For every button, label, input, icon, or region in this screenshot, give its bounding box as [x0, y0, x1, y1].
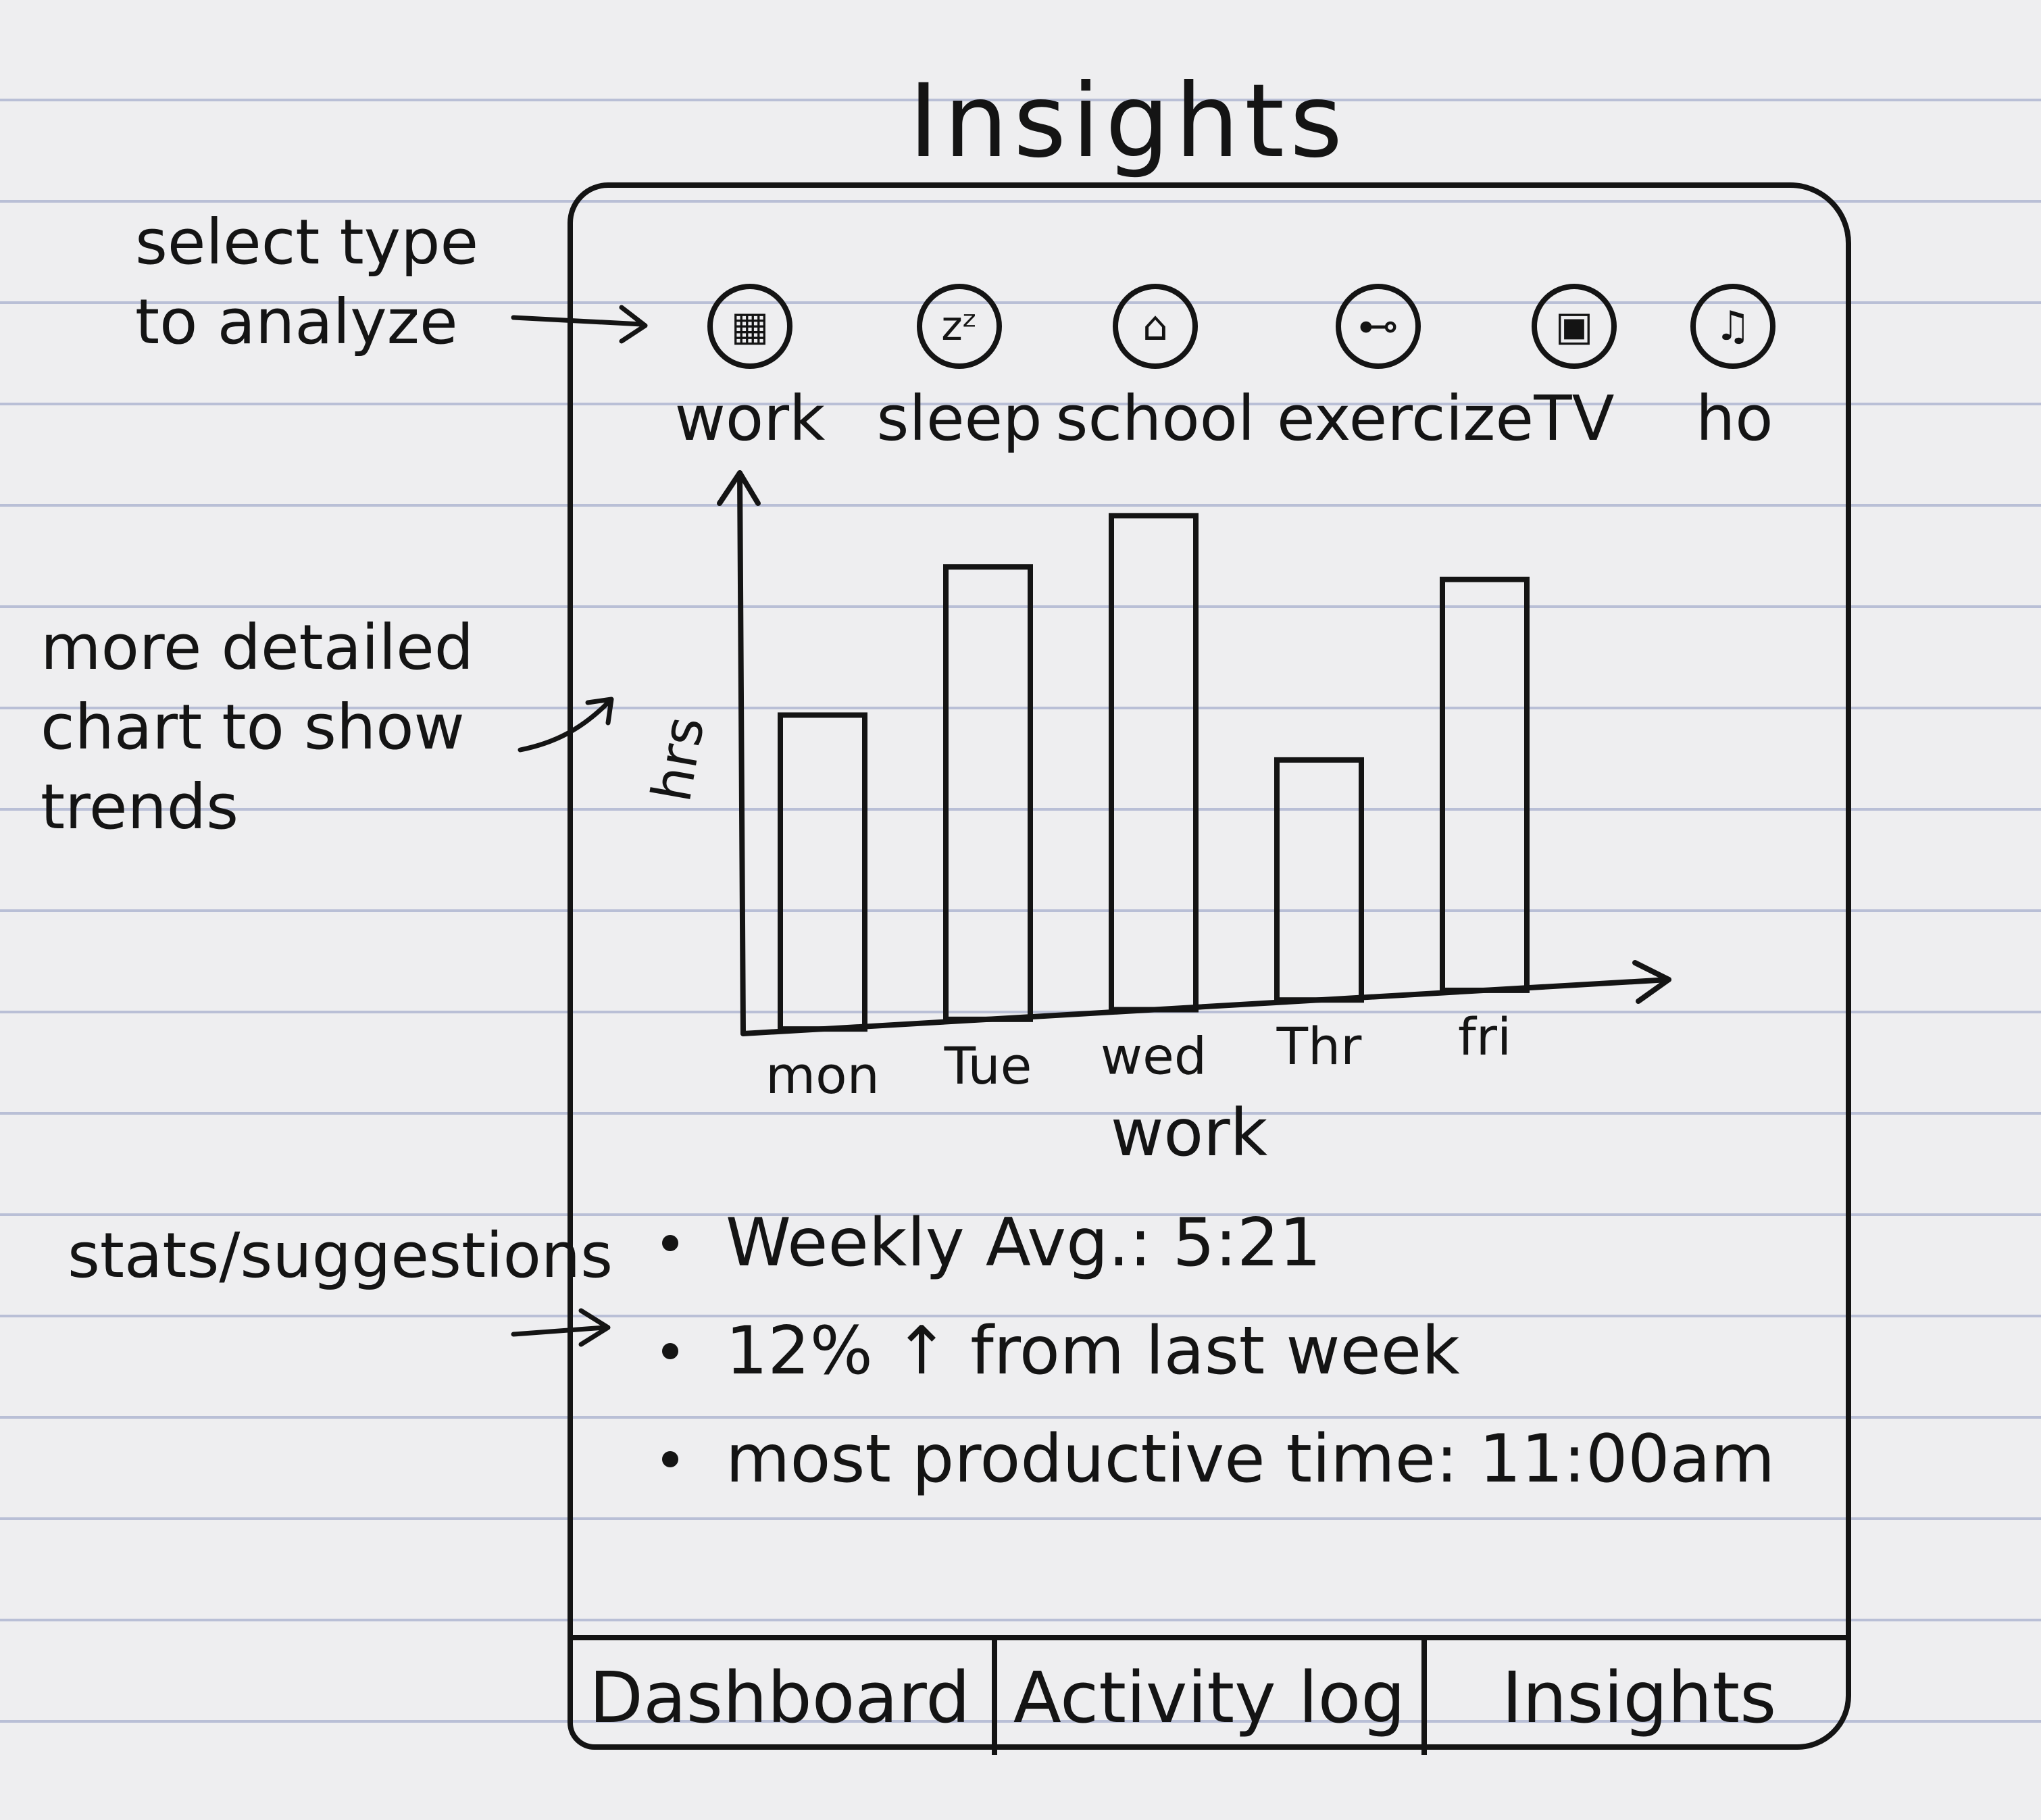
work-bar-chart: mon Tue wed Thr fri hrs work — [608, 439, 1757, 1209]
stat-text: Weekly Avg.: 5:21 — [726, 1205, 1321, 1282]
type-work[interactable]: ▦ work — [649, 270, 851, 473]
phone-frame — [568, 182, 1851, 1750]
tab-activity-log[interactable]: Activity log — [992, 1640, 1421, 1755]
type-label: TV — [1534, 382, 1615, 455]
bullet — [662, 1343, 678, 1359]
x-tick-label: wed — [1101, 1026, 1207, 1086]
annotation-line: to analyze — [135, 286, 458, 358]
school-icon: ⌂ — [1113, 284, 1198, 369]
chart-svg: mon Tue wed Thr fri hrs work — [640, 470, 1671, 1171]
dumbbell-icon: ⊷ — [1336, 284, 1421, 369]
type-hobby[interactable]: ♫ ho — [1682, 270, 1784, 473]
bar-thr — [1274, 757, 1364, 1003]
x-tick-label: Tue — [944, 1036, 1032, 1096]
stat-change: 12% ↑ from last week — [662, 1297, 1811, 1405]
sleep-icon: zᶻ — [917, 284, 1002, 369]
stat-text: most productive time: 11:00am — [726, 1421, 1775, 1498]
annotation-line: stats/suggestions — [68, 1219, 613, 1292]
bar-wed — [1109, 513, 1199, 1013]
type-label: ho — [1696, 382, 1773, 455]
bar-tue — [943, 564, 1033, 1022]
type-label: work — [674, 382, 826, 455]
bullet — [662, 1451, 678, 1467]
stat-text: 12% ↑ from last week — [726, 1313, 1460, 1390]
annotation-line: trends — [41, 771, 239, 843]
bullet — [662, 1235, 678, 1251]
bar-mon — [778, 712, 867, 1032]
type-label: sleep — [876, 382, 1042, 455]
x-tick-label: fri — [1458, 1007, 1511, 1067]
annotation-line: chart to show — [41, 691, 465, 763]
type-school[interactable]: ⌂ school — [1054, 270, 1257, 473]
tab-insights[interactable]: Insights — [1421, 1640, 1851, 1755]
type-tv[interactable]: ▣ TV — [1473, 270, 1675, 473]
activity-type-selector: ▦ work zᶻ sleep ⌂ school ⊷ exercize ▣ TV… — [649, 270, 1865, 473]
annotation-stats: stats/suggestions — [68, 1216, 613, 1296]
stat-productive-time: most productive time: 11:00am — [662, 1405, 1811, 1513]
annotation-line: select type — [135, 206, 479, 278]
type-sleep[interactable]: zᶻ sleep — [858, 270, 1061, 473]
bar-fri — [1440, 576, 1530, 993]
annotation-line: more detailed — [41, 611, 474, 684]
page-title: Insights — [908, 63, 1349, 180]
annotation-select-type: select type to analyze — [135, 203, 478, 362]
stat-weekly-average: Weekly Avg.: 5:21 — [662, 1189, 1811, 1297]
x-tick-label: mon — [765, 1045, 880, 1105]
annotation-detailed-chart: more detailed chart to show trends — [41, 608, 474, 847]
x-tick-label: Thr — [1276, 1016, 1363, 1076]
tv-icon: ▣ — [1532, 284, 1617, 369]
music-icon: ♫ — [1690, 284, 1775, 369]
x-axis-label: work — [1111, 1095, 1268, 1171]
bottom-nav: Dashboard Activity log Insights — [568, 1635, 1851, 1755]
tab-dashboard[interactable]: Dashboard — [588, 1657, 971, 1739]
y-axis-label: hrs — [640, 712, 716, 807]
type-label: school — [1055, 382, 1255, 455]
stats-suggestions: Weekly Avg.: 5:21 12% ↑ from last week m… — [662, 1189, 1811, 1513]
work-icon: ▦ — [707, 284, 792, 369]
